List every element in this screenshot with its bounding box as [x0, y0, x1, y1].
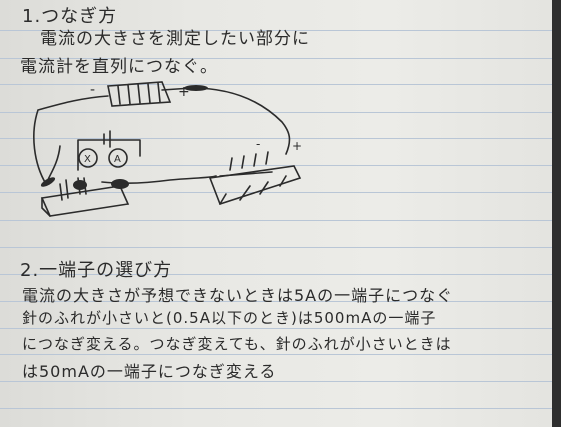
ruled-line: [0, 192, 552, 193]
note-line-1: 電流の大きさを測定したい部分に: [40, 29, 310, 49]
ruled-line: [0, 381, 552, 382]
plus-sign-meter: +: [292, 139, 302, 153]
ruled-line: [0, 220, 552, 221]
section-heading-connection: 1.つなぎ方: [22, 6, 118, 27]
ruled-line: [0, 274, 552, 275]
ruled-line: [0, 328, 552, 329]
note-line-3: 電流の大きさが予想できないときは5Aの一端子につなぐ: [22, 286, 454, 305]
ruled-line: [0, 58, 552, 59]
lamp-symbol: [78, 148, 98, 168]
minus-sign-meter: -: [256, 137, 260, 151]
circuit-diagram: + - + - X A: [33, 81, 302, 217]
minus-sign-top: -: [90, 82, 95, 98]
ruled-line: [0, 247, 552, 248]
ruled-line: [0, 165, 552, 166]
ammeter-symbol: [108, 148, 128, 168]
ruled-line: [0, 354, 552, 355]
circuit-symbol-wire: [77, 139, 141, 171]
ruled-line: [0, 30, 552, 31]
note-line-4: 針のふれが小さいと(0.5A以下のとき)は500mAの一端子: [22, 309, 437, 327]
note-line-2: 電流計を直列につなぐ。: [20, 57, 218, 77]
meter-box-sketch: [208, 165, 302, 205]
ammeter-symbol-label: A: [114, 154, 121, 165]
note-line-6: は50mAの一端子につなぎ変える: [22, 362, 277, 381]
section-heading-terminal: 2.一端子の選び方: [20, 260, 173, 281]
ruled-line: [0, 112, 552, 113]
lamp-symbol-label: X: [84, 154, 91, 165]
battery-box-sketch: [107, 81, 172, 107]
ruled-line: [0, 138, 552, 139]
ruled-line: [0, 301, 552, 302]
note-line-5: につなぎ変える。つなぎ変えても、針のふれが小さいときは: [22, 335, 452, 353]
ruled-line: [0, 84, 552, 85]
ruled-line: [0, 408, 552, 409]
plus-sign-top: +: [178, 84, 190, 100]
